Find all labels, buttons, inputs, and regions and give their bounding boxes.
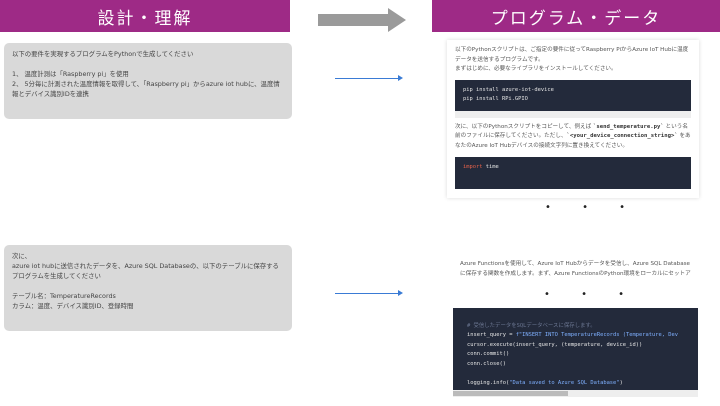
code-line: conn.commit()	[467, 351, 510, 358]
code-line: insert_query = f"INSERT INTO Temperature…	[467, 331, 684, 341]
right-arrow-icon	[318, 8, 406, 32]
ellipsis-1: • • •	[545, 202, 640, 213]
code-text: logging.info(	[467, 380, 510, 387]
right-header: プログラム・データ	[432, 0, 720, 32]
text: という名前のファイルに保存してください。ただし、	[455, 123, 688, 140]
code-block-script: import time	[455, 157, 691, 190]
response-text-2: 次に、以下のPythonスクリプトをコピーして、例えば `send_temper…	[455, 123, 691, 152]
code-line: pip install azure-iot-device	[463, 86, 554, 93]
response-card-1: 以下のPythonスクリプトは、ご指定の要件に従ってRaspberry Piから…	[447, 40, 699, 198]
code-block-sql: # 受信したデータをSQLデータベースに保存します。 insert_query =…	[453, 308, 698, 397]
scrollbar-thumb[interactable]	[453, 391, 568, 396]
left-header: 設計・理解	[0, 0, 290, 32]
horizontal-scrollbar[interactable]	[453, 390, 698, 397]
code-string: "Data saved to Azure SQL Database"	[509, 380, 620, 387]
code-line: logging.info("Data saved to Azure SQL Da…	[467, 379, 684, 389]
text: 次に、以下のPythonスクリプトをコピーして、例えば	[455, 123, 594, 130]
response-intro: 以下のPythonスクリプトは、ご指定の要件に従ってRaspberry Piから…	[455, 47, 689, 72]
code-comment: # 受信したデータをSQLデータベースに保存します。	[467, 322, 596, 329]
arrow-2	[335, 290, 403, 296]
keyword: import	[463, 164, 483, 171]
text: をあなたのAzure IoT Hubデバイスの接続文字列に置き換えてください。	[455, 133, 691, 149]
code-line: cursor.execute(insert_query, (temperatur…	[467, 341, 643, 348]
connection-string: `<your_device_connection_string>`	[566, 133, 678, 140]
code-line: pip install RPi.GPIO	[463, 96, 528, 103]
code-block-install: pip install azure-iot-device pip install …	[455, 79, 691, 118]
ellipsis-2: • • •	[544, 289, 639, 300]
code-text: insert_query =	[467, 332, 516, 339]
code-string: f"INSERT INTO TemperatureRecords (Temper…	[515, 332, 678, 339]
prompt-box-1: 以下の要件を実現するプログラムをPythonで生成してください 1、 温度計測は…	[4, 43, 292, 119]
prompt-box-2: 次に、 azure iot hubに送信されたデータを、Azure SQL Da…	[4, 245, 292, 331]
arrow-1	[335, 75, 403, 81]
code-line: conn.close()	[467, 360, 506, 367]
code-text: time	[482, 164, 499, 171]
filename: `send_temperature.py`	[593, 123, 664, 130]
code-text: )	[619, 380, 623, 387]
horizontal-scrollbar[interactable]	[455, 110, 691, 118]
response-card-2: Azure Functionsを使用して、Azure IoT Hubからデータを…	[453, 256, 698, 286]
